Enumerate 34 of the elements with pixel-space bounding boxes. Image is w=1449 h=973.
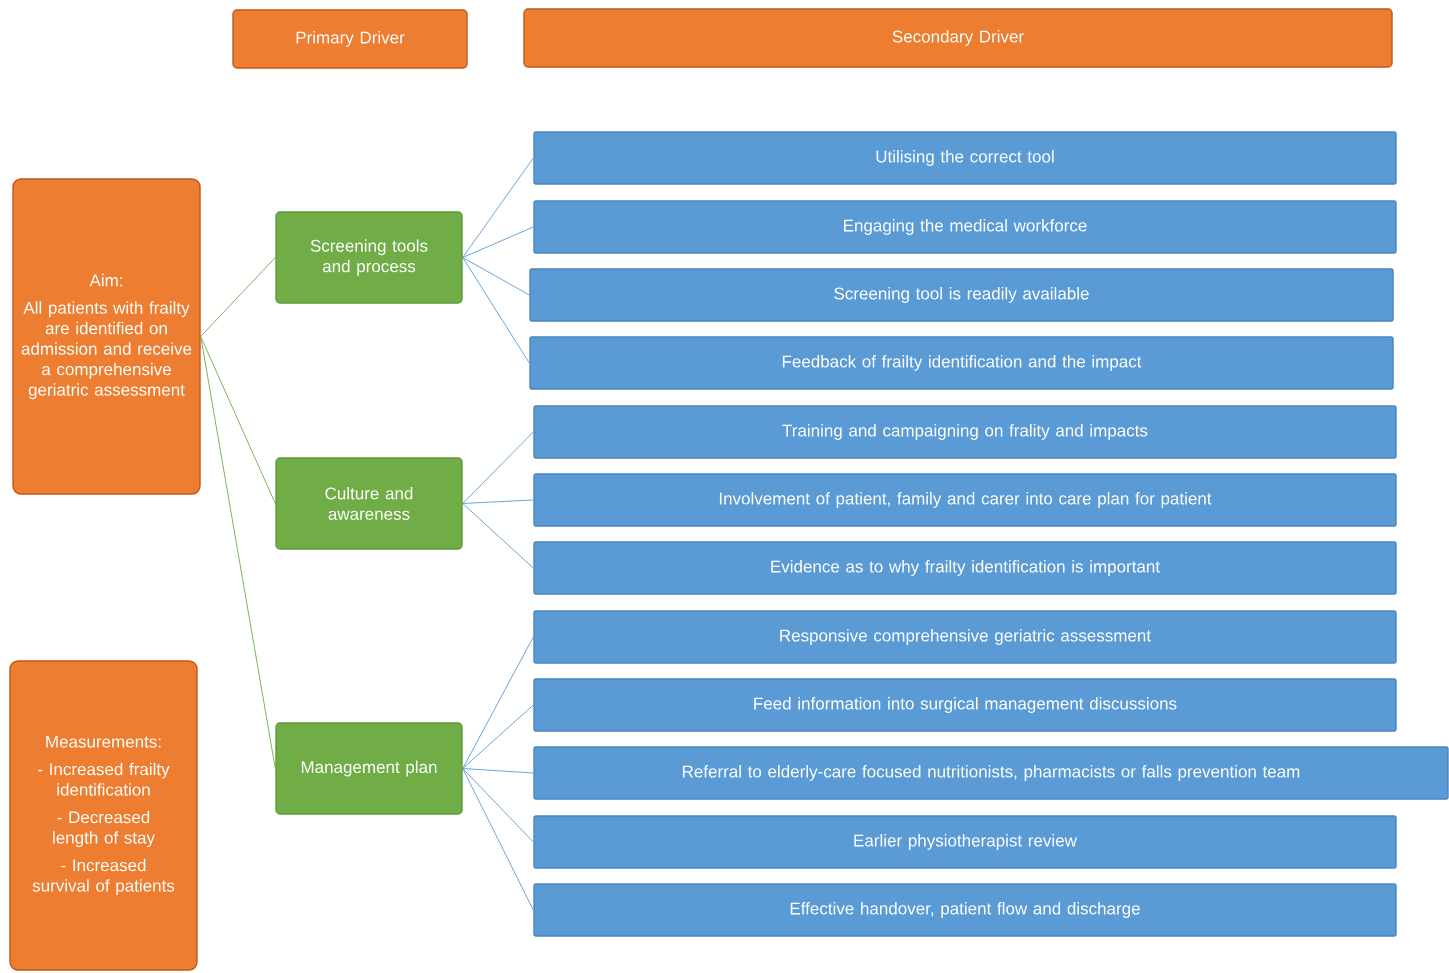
connector-line <box>462 503 534 569</box>
secondary-driver-box: Training and campaigning on frality and impacts <box>533 405 1397 459</box>
secondary-driver-box: Involvement of patient, family and carer into care plan for patient <box>533 473 1397 527</box>
primary-driver-box: Culture and awareness <box>275 457 463 550</box>
secondary-driver-box: Evidence as to why frailty identification is important <box>533 541 1397 595</box>
connector-line <box>462 157 534 258</box>
secondary-driver-box: Earlier physiotherapist review <box>533 815 1397 869</box>
connector-line <box>462 226 534 258</box>
secondary-driver-box: Engaging the medical workforce <box>533 200 1397 254</box>
secondary-driver-box: Utilising the correct tool <box>533 131 1397 185</box>
connector-line <box>200 336 276 504</box>
connector-line <box>462 636 534 769</box>
header-box: Secondary Driver <box>523 8 1393 68</box>
secondary-driver-box: Screening tool is readily available <box>529 268 1394 322</box>
secondary-driver-box: Referral to elderly-care focused nutritionists, pharmacists or falls prevention team <box>533 746 1449 800</box>
connector-line <box>462 768 534 774</box>
connector-line <box>462 499 534 504</box>
connector-line <box>462 704 534 769</box>
connector-line <box>200 336 276 769</box>
connector-line <box>462 431 534 504</box>
header-box: Primary Driver <box>232 9 468 69</box>
outcome-box: Measurements: - Increased frailty identification - Decreased length of stay - Increased survival of patients <box>9 660 198 971</box>
connector-line <box>462 257 530 296</box>
connector-line <box>462 257 530 364</box>
secondary-driver-box: Feedback of frailty identification and the impact <box>529 336 1394 390</box>
connector-line <box>462 768 534 843</box>
secondary-driver-box: Feed information into surgical management discussions <box>533 678 1397 732</box>
primary-driver-box: Management plan <box>275 722 463 815</box>
secondary-driver-box: Effective handover, patient flow and discharge <box>533 883 1397 937</box>
primary-driver-box: Screening tools and process <box>275 211 463 304</box>
secondary-driver-box: Responsive comprehensive geriatric assessment <box>533 610 1397 664</box>
connector-line <box>200 257 276 337</box>
outcome-box: Aim: All patients with frailty are identified on admission and receive a comprehensive geriatric assessment <box>12 178 201 495</box>
connector-line <box>462 768 534 911</box>
